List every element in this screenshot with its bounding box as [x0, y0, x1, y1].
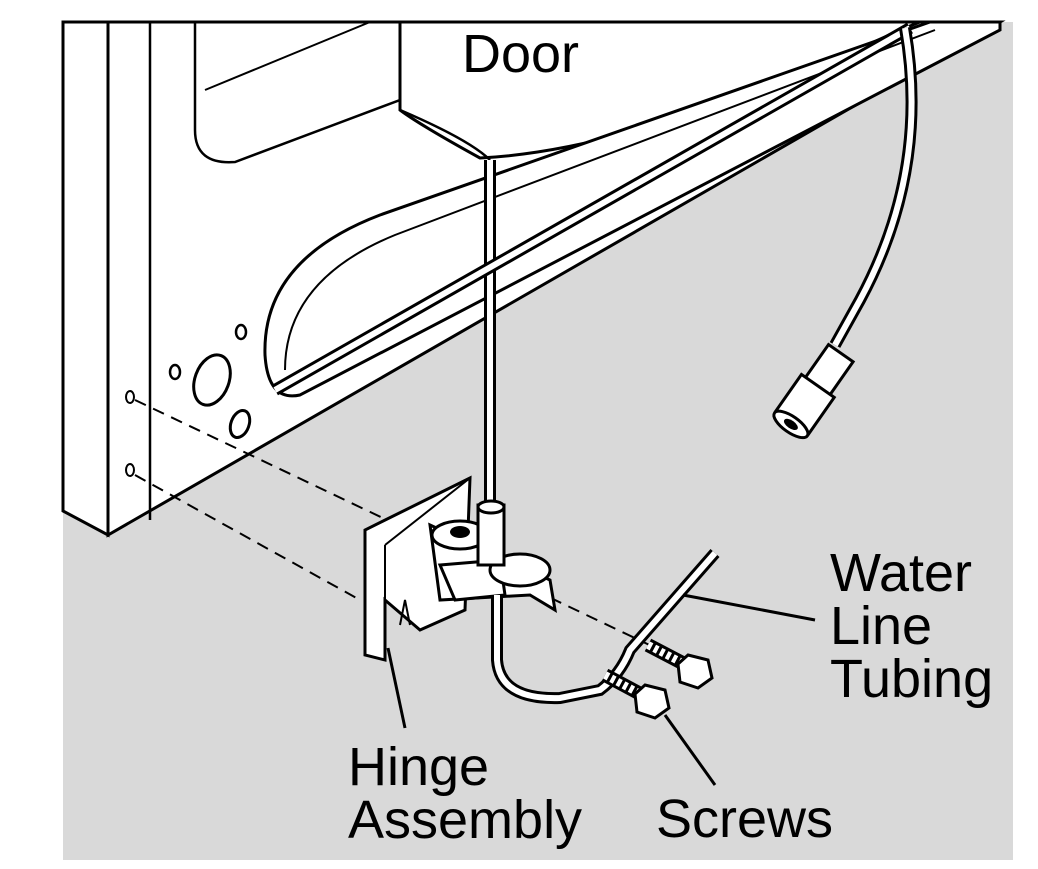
kick-plate-inner [284, 29, 936, 371]
water-tube-to-fitting-core [832, 27, 915, 347]
label-water-line-tubing: Water Line Tubing [830, 543, 994, 709]
door-edge [399, 108, 491, 161]
label-screws: Screws [656, 789, 834, 849]
upper-panel-inset-inner [204, 21, 371, 91]
water-tube-long-core [273, 25, 912, 393]
label-hinge-assembly: Hinge Assembly [348, 737, 583, 850]
mount-hole-small-1 [228, 408, 252, 440]
tube-fitting [772, 342, 856, 440]
leader-water-line [682, 593, 816, 622]
upper-panel-inset [193, 22, 402, 164]
mount-hole-small-2 [234, 323, 248, 341]
hinge-assembly-part [363, 475, 558, 662]
mount-hole-large [192, 353, 232, 407]
screw-hole-upper [125, 390, 135, 404]
leader-screws [663, 714, 717, 786]
alignment-line-lower [134, 474, 361, 601]
water-tube-u-bend-core [494, 551, 718, 702]
label-door: Door [462, 24, 580, 84]
screw-lower [601, 668, 671, 720]
cabinet-side [61, 20, 110, 538]
screw-upper [644, 638, 714, 690]
screw-hole-lower [125, 463, 135, 477]
leader-hinge [386, 647, 407, 729]
mount-hole-small-3 [168, 363, 182, 381]
